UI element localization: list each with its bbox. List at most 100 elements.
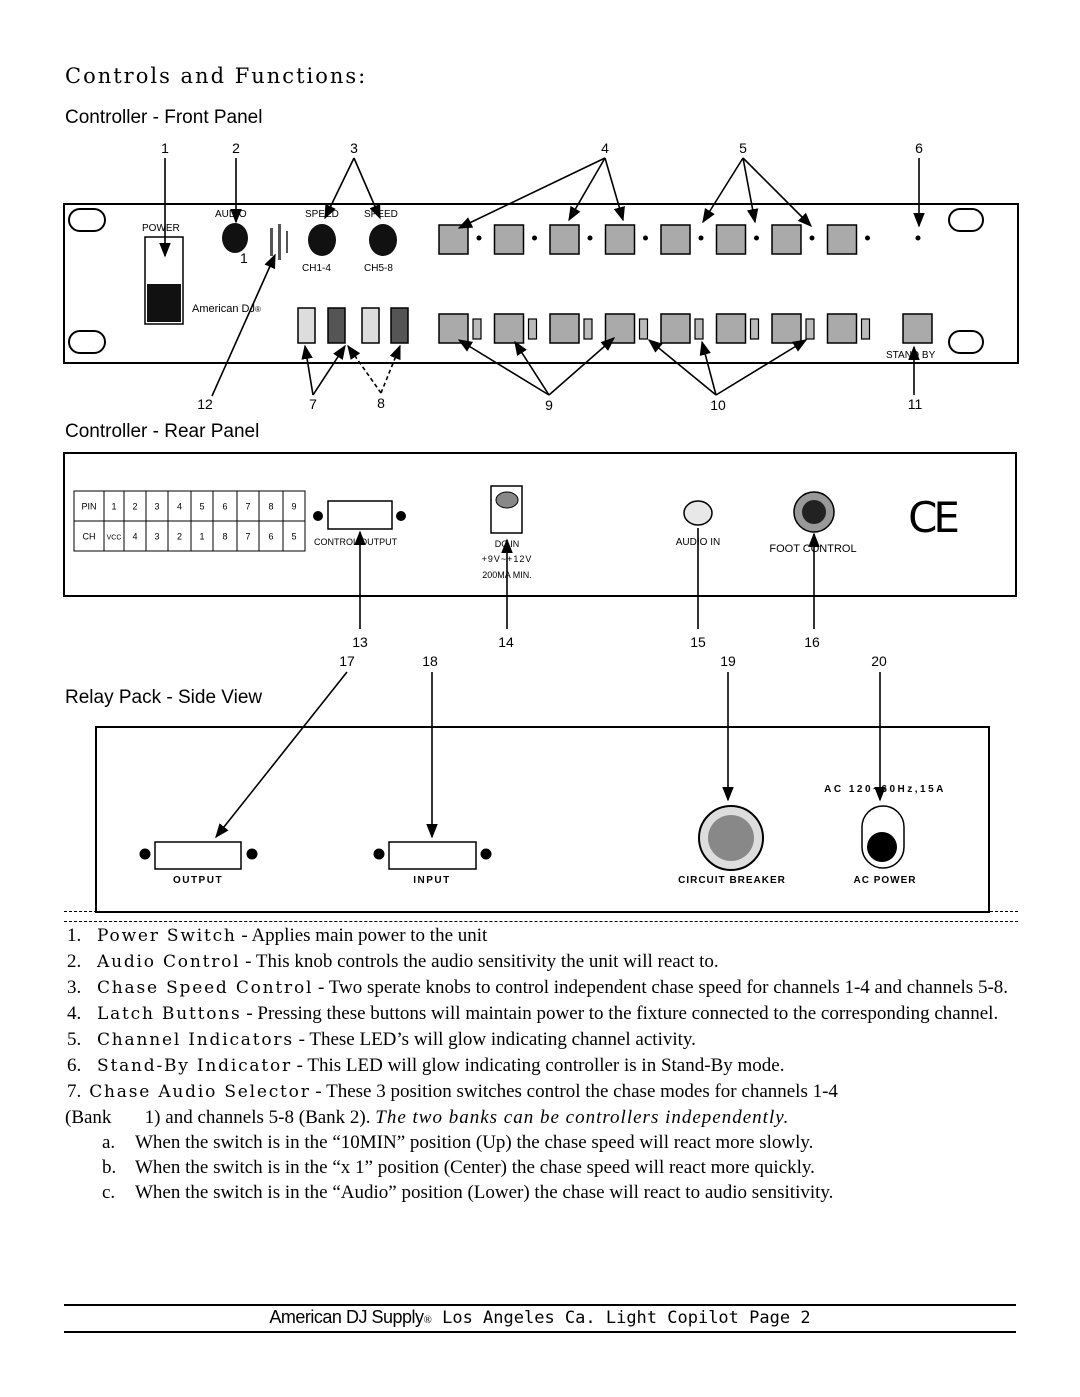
latch-button-5[interactable] <box>660 313 691 344</box>
page-title: Controls and Functions: <box>65 64 368 88</box>
channel-led-3 <box>587 235 593 241</box>
standby-led <box>915 235 921 241</box>
selector-switch-3[interactable] <box>361 307 380 344</box>
list-item: 7.Chase Audio Selector - These 3 positio… <box>65 1079 1025 1105</box>
page-footer: American DJ Supply® Los Angeles Ca. Ligh… <box>64 1307 1016 1328</box>
latch-button-7[interactable] <box>771 313 802 344</box>
selector-switch-4[interactable] <box>390 307 409 344</box>
section-heading-front-panel: Controller - Front Panel <box>65 107 263 128</box>
selector-switch-2[interactable] <box>327 307 346 344</box>
brand-logo: American DJ® <box>192 303 261 315</box>
standby-button[interactable] <box>902 313 933 344</box>
item-number: 2. <box>67 951 82 972</box>
callout-15: 15 <box>690 634 706 650</box>
input-port[interactable] <box>388 841 477 870</box>
callout-2: 2 <box>232 140 240 156</box>
item-number: 1. <box>67 925 82 946</box>
list-item: 3.Chase Speed Control - Two sperate knob… <box>65 975 1025 1001</box>
item-term: Power Switch <box>97 926 237 946</box>
relay-pack-panel <box>95 726 990 913</box>
item-term: Latch Buttons <box>97 1004 242 1024</box>
item-emphasis: The two banks can be controllers indepen… <box>375 1107 790 1128</box>
footer-rule <box>64 1304 1016 1306</box>
speed-knob-ch1-4[interactable] <box>308 224 336 256</box>
pin-table-text: 1 <box>199 532 204 542</box>
pin-table-text: 1 <box>111 502 116 512</box>
latch-button-1[interactable] <box>438 313 469 344</box>
panel-diagram: POWER AUDIO 1 SPEED SPEED CH1-4 CH5-8 Am… <box>63 140 1019 913</box>
pin-table-cell <box>282 520 306 552</box>
channel-led-4 <box>643 235 648 241</box>
audio-mark-one: 1 <box>240 250 248 266</box>
item-term: Audio Control <box>97 952 241 972</box>
connector-screw <box>246 848 258 860</box>
foot-control-socket <box>802 500 826 524</box>
pin-table-cell <box>212 520 238 552</box>
latch-button-2[interactable] <box>493 313 525 344</box>
latch-button-6[interactable] <box>715 313 747 344</box>
pin-table-text: VCC <box>107 535 122 542</box>
callout-9: 9 <box>545 397 553 413</box>
standby-label: STAND BY <box>886 350 936 361</box>
list-item: 1.Power Switch - Applies main power to t… <box>65 923 1025 949</box>
callout-8: 8 <box>377 395 385 411</box>
front-panel <box>63 203 1019 364</box>
audio-in-jack[interactable] <box>683 500 713 526</box>
selector-switch-1[interactable] <box>297 307 316 344</box>
pin-table-text: 7 <box>245 502 250 512</box>
latch-button-4[interactable] <box>604 313 636 344</box>
item-description: - These LED’s will glow indicating chann… <box>293 1029 696 1050</box>
pin-table-text: 6 <box>268 532 273 542</box>
callout-3: 3 <box>350 140 358 156</box>
callout-12: 12 <box>197 396 213 412</box>
sub-item-text: When the switch is in the “Audio” positi… <box>135 1182 834 1203</box>
footer-rule <box>64 1331 1016 1333</box>
audio-label: AUDIO <box>215 209 247 220</box>
ce-mark: CE <box>908 493 957 542</box>
item-number: 4. <box>67 1003 82 1024</box>
latch-led-7 <box>805 318 815 340</box>
circuit-breaker-label: CIRCUIT BREAKER <box>678 875 786 886</box>
list-item-continuation: (Bank 1) and channels 5-8 (Bank 2). The … <box>65 1105 1025 1130</box>
foot-control-label: FOOT CONTROL <box>769 543 856 555</box>
output-port[interactable] <box>154 841 242 870</box>
latch-button-3[interactable] <box>549 313 580 344</box>
front-callout-arrows <box>159 157 925 397</box>
audio-knob[interactable] <box>222 223 248 253</box>
latch-led-3 <box>583 318 593 340</box>
connector-screw <box>480 848 492 860</box>
item-description: - This knob controls the audio sensitivi… <box>240 951 719 972</box>
callout-5: 5 <box>739 140 747 156</box>
latch-button-8[interactable] <box>826 313 858 344</box>
connector-screw <box>139 848 151 860</box>
callout-11: 11 <box>908 396 923 412</box>
item-description: - Pressing these buttons will maintain p… <box>241 1003 999 1024</box>
sub-item-letter: a. <box>102 1132 116 1153</box>
rack-slot <box>68 330 106 354</box>
list-item: 5.Channel Indicators - These LED’s will … <box>65 1027 1025 1053</box>
channel-led-1 <box>476 235 482 241</box>
item-number: 5. <box>67 1029 82 1050</box>
speed-knob-ch5-8[interactable] <box>369 224 397 256</box>
pin-table-text: 5 <box>199 502 204 512</box>
control-output-label: CONTROL OUTPUT <box>314 537 398 547</box>
callout-4: 4 <box>601 140 609 156</box>
section-divider <box>64 911 1018 912</box>
rack-slot <box>948 330 984 354</box>
latch-led-1 <box>472 318 482 340</box>
sub-item-letter: b. <box>102 1157 117 1178</box>
ac-rating-label: AC 120~60Hz,15A <box>824 784 946 795</box>
pin-table-text: 4 <box>177 502 182 512</box>
channel-indicator-2 <box>493 224 525 255</box>
sensor-icon <box>270 224 288 260</box>
section-heading-relay-pack: Relay Pack - Side View <box>65 687 263 708</box>
callout-1: 1 <box>161 140 169 156</box>
rear-callout-arrows <box>354 530 820 629</box>
sub-item-text: When the switch is in the “10MIN” positi… <box>135 1132 814 1153</box>
callout-16: 16 <box>804 634 820 650</box>
channel-led-2 <box>532 235 537 241</box>
channel-indicator-8 <box>826 224 858 255</box>
sub-item-text: When the switch is in the “x 1” position… <box>135 1157 815 1178</box>
callout-17: 17 <box>339 653 355 669</box>
control-output-port[interactable] <box>327 500 393 530</box>
